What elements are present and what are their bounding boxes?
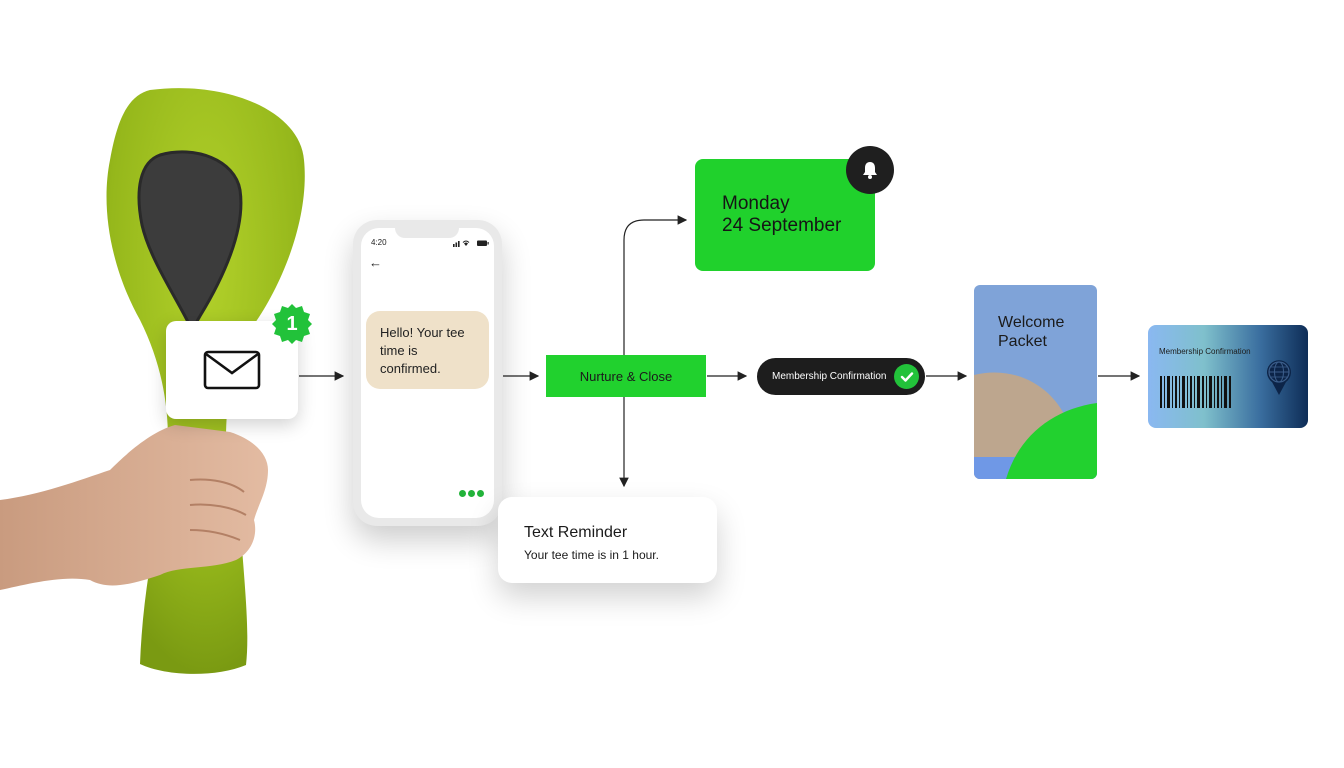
- date-day: Monday: [722, 193, 790, 214]
- date-card[interactable]: Monday 24 September: [695, 159, 875, 271]
- headcover-opening: [137, 150, 243, 334]
- welcome-packet-card[interactable]: [974, 285, 1097, 479]
- date-date: 24 September: [722, 215, 842, 236]
- text-reminder-card[interactable]: Text Reminder Your tee time is in 1 hour…: [498, 497, 717, 583]
- badge-count: 1: [286, 312, 298, 335]
- nurture-close-node[interactable]: Nurture & Close: [546, 355, 706, 397]
- check-badge: [894, 364, 919, 389]
- barcode: [1160, 376, 1231, 408]
- check-icon: [900, 371, 913, 382]
- typing-dot: [468, 490, 475, 497]
- bell-icon: [863, 162, 877, 179]
- membership-card-title: Membership Confirmation: [1159, 347, 1251, 356]
- arrow-nurture-to-date: [623, 215, 688, 355]
- message-bubble: Hello! Your tee time is confirmed.: [366, 311, 489, 389]
- phone-notch: [395, 226, 459, 238]
- notification-badge: [272, 304, 312, 344]
- reminder-body: Your tee time is in 1 hour.: [524, 548, 659, 562]
- reminder-title: Text Reminder: [524, 524, 628, 541]
- envelope-icon: [203, 350, 261, 390]
- bell-badge: [846, 146, 894, 194]
- typing-dot: [477, 490, 484, 497]
- email-card[interactable]: [166, 321, 298, 419]
- pill-label: Membership Confirmation: [772, 371, 887, 382]
- phone-status-time: 4:20: [371, 238, 387, 247]
- back-arrow-icon[interactable]: ←: [369, 255, 382, 270]
- welcome-packet-title: Welcome Packet: [998, 314, 1065, 350]
- typing-dot: [459, 490, 466, 497]
- globe-pin-icon: [1267, 360, 1291, 395]
- hand: [0, 425, 268, 590]
- phone-status-icons: [453, 240, 489, 247]
